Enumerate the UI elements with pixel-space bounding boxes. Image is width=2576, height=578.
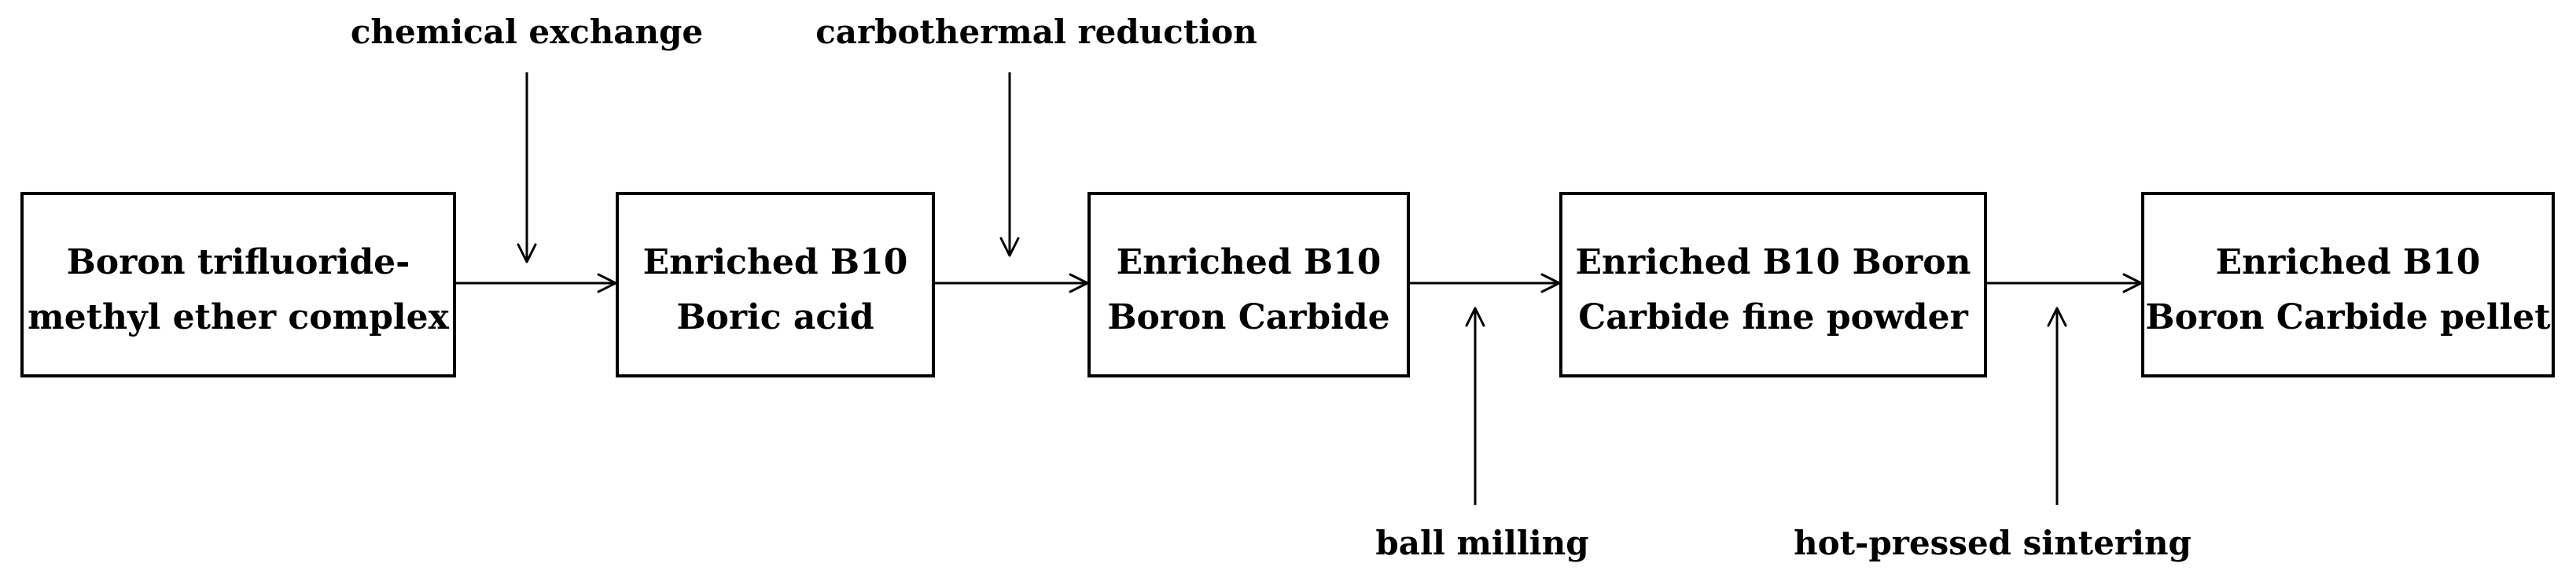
connector-n1-n2: chemical exchange [351, 13, 703, 293]
arrow-head-icon [597, 273, 617, 293]
node-box [1559, 192, 1987, 377]
node-enriched-boron-carbide: Enriched B10 Boron Carbide [1087, 192, 1410, 377]
node-label-line-2: Boric acid [676, 297, 874, 337]
step-label-hot-pressed-sintering: hot-pressed sintering [1794, 524, 2191, 562]
arrow-head-icon [1465, 307, 1485, 327]
node-label-line-2: Boron Carbide [1107, 297, 1389, 337]
node-label-line-2: Boron Carbide pellet [2145, 297, 2551, 337]
node-boron-trifluoride-complex: Boron trifluoride- methyl ether complex [20, 192, 456, 377]
step-label-ball-milling: ball milling [1375, 524, 1588, 562]
connector-n3-n4: ball milling [1375, 273, 1589, 562]
node-box [616, 192, 935, 377]
node-label-line-1: Enriched B10 [1117, 242, 1382, 282]
node-label-line-2: methyl ether complex [28, 297, 449, 337]
node-enriched-boric-acid: Enriched B10 Boric acid [616, 192, 935, 377]
node-boron-carbide-pellet: Enriched B10 Boron Carbide pellet [2141, 192, 2555, 377]
node-label-line-2: Carbide fine powder [1578, 297, 1968, 337]
arrow-head-icon [2122, 273, 2143, 293]
arrow-head-icon [1069, 273, 1089, 293]
connector-n4-n5: hot-pressed sintering [1794, 273, 2191, 562]
step-label-carbothermal-reduction: carbothermal reduction [815, 13, 1257, 51]
arrow-head-icon [2047, 307, 2067, 327]
node-label-line-1: Enriched B10 [643, 242, 908, 282]
step-label-chemical-exchange: chemical exchange [351, 13, 703, 51]
node-box [1087, 192, 1410, 377]
arrow-head-icon [1540, 273, 1561, 293]
arrow-head-icon [999, 237, 1020, 257]
node-box [20, 192, 456, 377]
node-label-line-1: Enriched B10 [2216, 242, 2481, 282]
node-label-line-1: Enriched B10 Boron [1575, 242, 1971, 282]
connector-n2-n3: carbothermal reduction [815, 13, 1257, 293]
node-label-line-1: Boron trifluoride- [67, 242, 410, 282]
node-box [2141, 192, 2555, 377]
arrow-head-icon [517, 243, 537, 263]
node-boron-carbide-fine-powder: Enriched B10 Boron Carbide fine powder [1559, 192, 1987, 377]
